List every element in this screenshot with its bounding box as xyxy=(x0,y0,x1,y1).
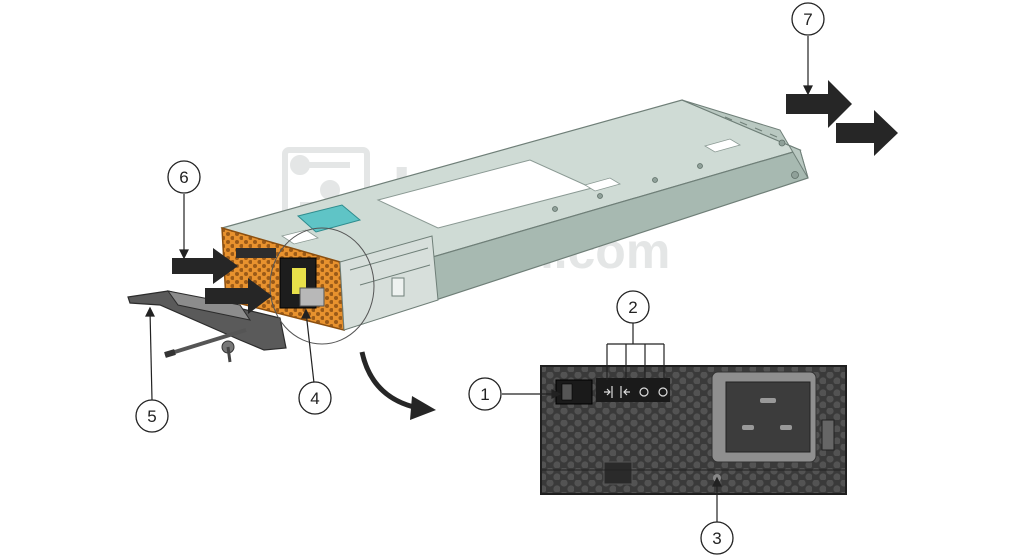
led-strip xyxy=(236,248,276,258)
front-bezel xyxy=(339,235,439,331)
chassis-rear xyxy=(681,99,809,179)
zoom-ring xyxy=(269,227,375,345)
small-label xyxy=(281,229,319,245)
callout-1: 1 xyxy=(468,377,502,411)
small-label xyxy=(703,138,742,153)
callout-7-label: 7 xyxy=(803,10,812,29)
callout-2: 2 xyxy=(616,290,650,324)
chassis-screws xyxy=(552,139,799,212)
callout-7: 7 xyxy=(791,2,825,36)
airflow-arrow-icon xyxy=(172,248,238,284)
ac-inlet-icon xyxy=(725,381,811,453)
airflow-arrow-icon xyxy=(786,80,852,128)
callout-5-label: 5 xyxy=(147,407,156,426)
callout-4-label: 4 xyxy=(310,389,319,408)
callout-1-label: 1 xyxy=(480,385,489,404)
front-bezel-details xyxy=(349,247,431,297)
callout-3: 3 xyxy=(700,521,734,555)
ejector-handle xyxy=(127,290,287,363)
callout-3-label: 3 xyxy=(712,529,721,548)
airflow-exhaust-arrows xyxy=(786,80,898,156)
rear-vents xyxy=(724,116,778,138)
callout-4: 4 xyxy=(298,381,332,415)
callout-6-label: 6 xyxy=(179,168,188,187)
ejector-latch-icon xyxy=(555,379,593,405)
leader-lines xyxy=(145,36,813,522)
small-label xyxy=(583,177,622,192)
callout-2-label: 2 xyxy=(628,298,637,317)
airflow-intake-arrows xyxy=(172,248,272,314)
power-supply-chassis xyxy=(127,99,809,363)
callout-5: 5 xyxy=(135,399,169,433)
led-status-icon xyxy=(604,386,668,398)
airflow-arrow-icon xyxy=(205,278,272,314)
teal-label xyxy=(296,204,362,233)
airflow-arrow-icon xyxy=(836,110,898,156)
inset-front-panel xyxy=(540,365,847,495)
ac-inlet-icon xyxy=(279,257,325,309)
callout-6: 6 xyxy=(167,160,201,194)
zoom-arrow xyxy=(359,351,436,420)
